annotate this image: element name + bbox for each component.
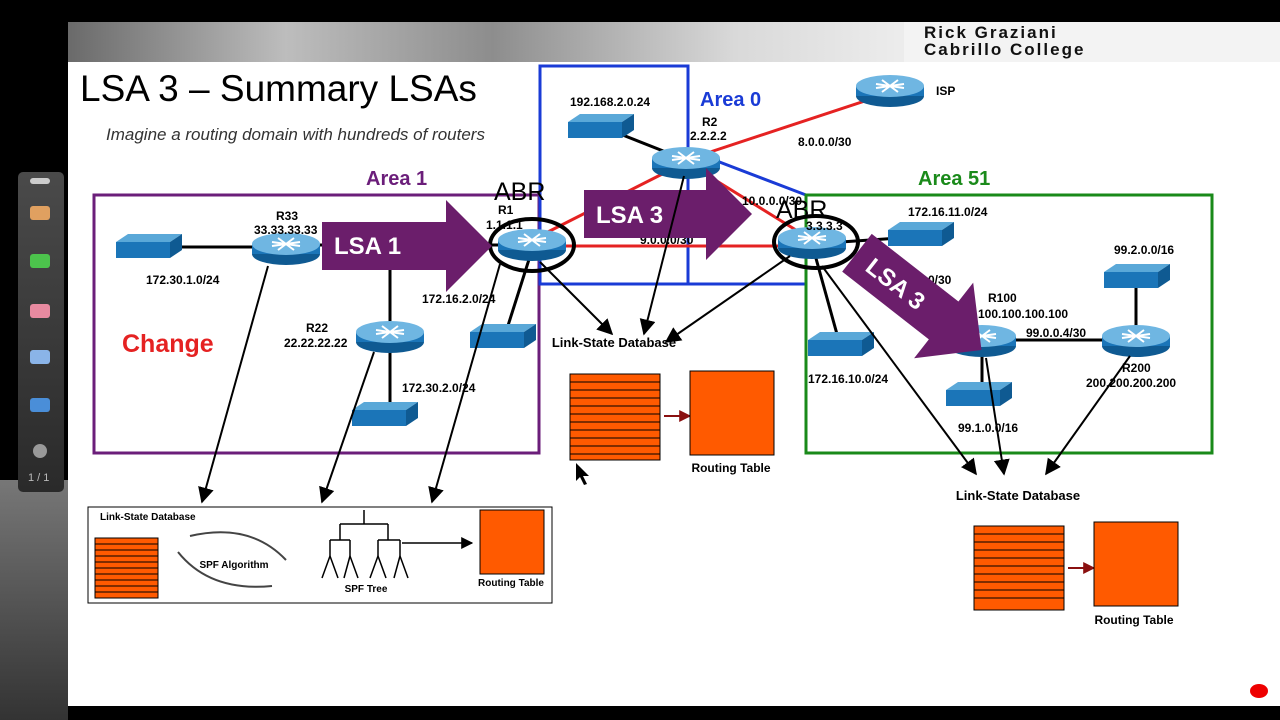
- page-counter: 1 / 1: [28, 472, 50, 484]
- screen-icon[interactable]: [30, 350, 50, 364]
- spf-process-box: [87, 506, 553, 604]
- net-label-2: 8.0.0.0/30: [798, 135, 852, 149]
- abr-circle-r3: [772, 214, 860, 270]
- highlighter-icon[interactable]: [30, 254, 50, 268]
- slide-title: LSA 3 – Summary LSAs: [80, 68, 477, 109]
- annotation-toolbar: 1 / 1: [18, 172, 64, 492]
- net-label-4: 99.2.0.0/16: [1114, 243, 1174, 257]
- minimize-icon[interactable]: [30, 178, 50, 184]
- link-r3-sw10: [810, 243, 842, 346]
- label-r200-id: 200.200.200.200: [1086, 376, 1176, 390]
- lsa3-arrow-b: [842, 233, 982, 359]
- area51-box: [804, 193, 1214, 455]
- switch-99-1: [946, 382, 1012, 406]
- net-label-12: 10.0.0.0/30: [742, 194, 802, 208]
- switch-172-30-1: [116, 234, 182, 258]
- right-db: [973, 525, 1065, 611]
- net-label-1: 192.168.2.0.24: [570, 95, 650, 109]
- spf-db-label: Link-State Database: [100, 512, 196, 523]
- spf-db-lines: [95, 543, 158, 593]
- label-r1: R1: [498, 203, 514, 217]
- pen-icon[interactable]: [30, 206, 50, 220]
- router-r200: [1101, 324, 1171, 358]
- label-r22-id: 22.22.22.22: [284, 336, 348, 350]
- center-db-label: Link-State Database: [552, 335, 676, 350]
- label-r33: R33: [276, 209, 298, 223]
- switch-172-30-2: [352, 402, 418, 426]
- spf-rt-label: Routing Table: [478, 578, 544, 589]
- area51-label: Area 51: [918, 168, 990, 190]
- net-label-5: 172.30.1.0/24: [146, 273, 220, 287]
- label-r1-id: 1.1.1.1: [486, 218, 523, 232]
- label-r2: R2: [702, 115, 718, 129]
- lsa1-label: LSA 1: [334, 233, 401, 260]
- center-rt-label: Routing Table: [691, 461, 770, 475]
- label-r100-id: 100.100.100.100: [978, 307, 1068, 321]
- spf-routing-table: [479, 509, 545, 575]
- right-db-label: Link-State Database: [956, 488, 1080, 503]
- center-db-lines: [570, 381, 660, 455]
- center-db: [569, 373, 661, 461]
- mouse-cursor-icon: [576, 463, 589, 485]
- spf-tree-label: SPF Tree: [345, 584, 388, 595]
- label-r33-id: 33.33.33.33: [254, 223, 318, 237]
- link-r2-isp: [685, 90, 893, 162]
- switch-172-16-11: [888, 222, 954, 246]
- router-r1: [497, 228, 567, 262]
- right-rt-label: Routing Table: [1094, 613, 1173, 627]
- net-label-3: 172.16.11.0/24: [908, 205, 988, 219]
- net-label-6: 172.16.2.0/24: [422, 292, 496, 306]
- center-routing-table: [689, 370, 775, 456]
- gear-icon[interactable]: [33, 444, 47, 458]
- label-r22: R22: [306, 321, 328, 335]
- pointer-icon[interactable]: [30, 398, 50, 412]
- router-r33: [251, 232, 321, 266]
- flood-arrows: [198, 175, 1131, 504]
- label-r200: R200: [1122, 361, 1151, 375]
- area1-label: Area 1: [366, 168, 427, 190]
- label-r100: R100: [988, 291, 1017, 305]
- lsa3-label-a: LSA 3: [596, 202, 663, 229]
- author-college: Cabrillo College: [924, 40, 1086, 59]
- switch-192-168-2: [568, 114, 634, 138]
- area0-label: Area 0: [700, 89, 761, 111]
- slide-subtitle: Imagine a routing domain with hundreds o…: [106, 125, 485, 144]
- author-credit: Rick Graziani Cabrillo College: [924, 24, 1085, 58]
- spf-algorithm-label: SPF Algorithm: [199, 560, 268, 571]
- author-name: Rick Graziani: [924, 23, 1058, 42]
- area1-box: [92, 193, 541, 455]
- abr-label-2: ABR: [776, 196, 827, 224]
- router-isp: [855, 74, 925, 108]
- label-r3-id: 3.3.3.3: [806, 219, 843, 233]
- right-routing-table: [1093, 521, 1179, 607]
- right-db-lines: [974, 533, 1064, 599]
- link-r1-sw: [503, 249, 534, 336]
- label-isp: ISP: [936, 84, 955, 98]
- net-label-7: 172.30.2.0/24: [402, 381, 476, 395]
- abr-label-1: ABR: [494, 178, 545, 206]
- lsa3-arrow-a: [584, 168, 752, 260]
- record-indicator-icon[interactable]: [1250, 684, 1268, 698]
- net-label-10: 99.1.0.0/16: [958, 421, 1018, 435]
- background-strip: [0, 480, 68, 720]
- spf-algorithm-arc-top: [189, 531, 287, 561]
- net-label-8: 172.16.10.0/24: [808, 372, 888, 386]
- switch-99-2: [1104, 264, 1170, 288]
- net-label-9: 99.0.0.4/30: [1026, 326, 1086, 340]
- spf-algorithm-arc-bottom: [177, 551, 273, 588]
- change-label: Change: [122, 330, 214, 358]
- lsa1-arrow: [322, 200, 492, 292]
- label-r2-id: 2.2.2.2: [690, 129, 727, 143]
- spf-tree-icon: [321, 510, 409, 579]
- router-r22: [355, 320, 425, 354]
- switch-172-16-10: [808, 332, 874, 356]
- slide-banner: [68, 22, 1280, 62]
- eraser-icon[interactable]: [30, 304, 50, 318]
